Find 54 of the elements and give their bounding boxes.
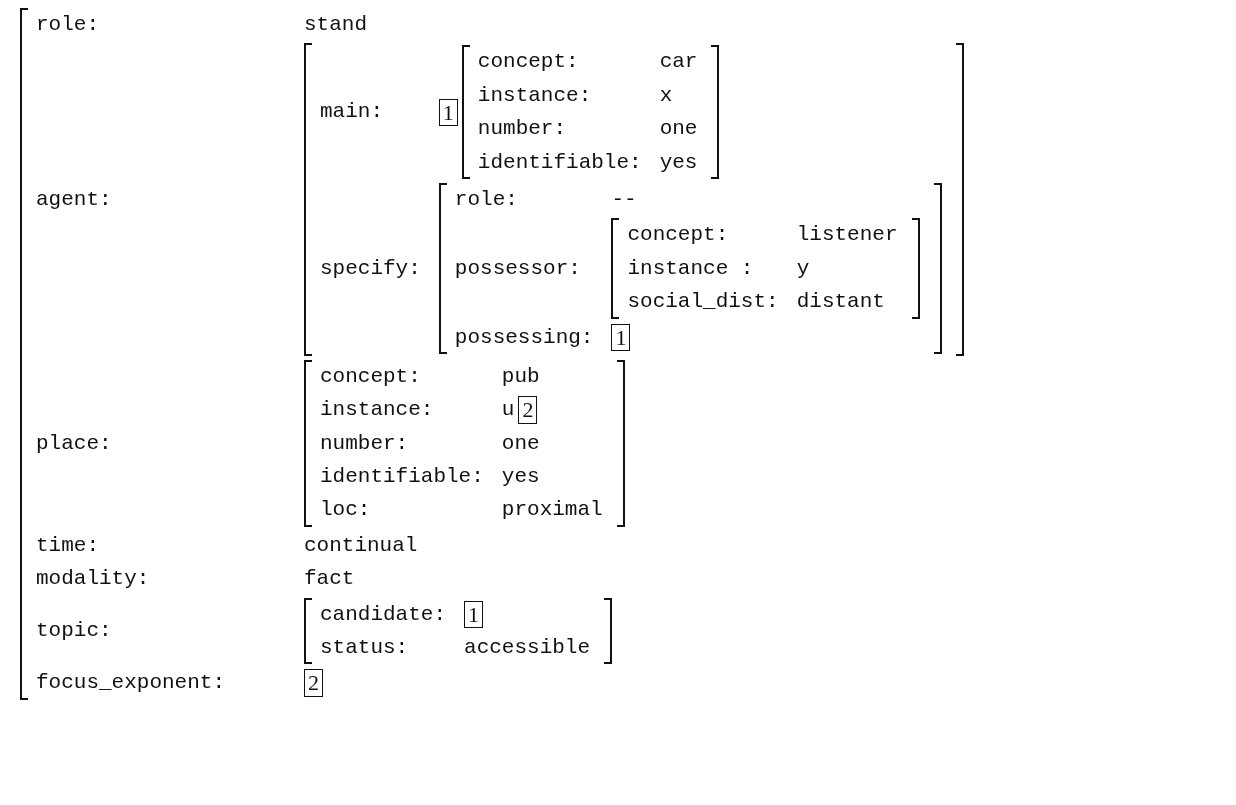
coindex-tag: 2 bbox=[304, 669, 323, 697]
feature-value: one bbox=[501, 430, 540, 457]
feature-name: possessing: bbox=[454, 325, 594, 349]
feature-name: role: bbox=[36, 13, 99, 36]
feature-name: instance: bbox=[477, 83, 592, 107]
feature-value: listener bbox=[796, 222, 898, 249]
feature-value: yes bbox=[659, 149, 698, 176]
feature-name: modality: bbox=[36, 567, 150, 591]
feature-value: continual bbox=[304, 532, 418, 559]
feature-name: identifiable: bbox=[477, 150, 642, 174]
feature-name: specify: bbox=[320, 256, 421, 280]
feature-value: accessible bbox=[464, 635, 591, 662]
feature-value: pub bbox=[501, 363, 540, 390]
feature-name: number: bbox=[477, 117, 567, 141]
feature-name: topic: bbox=[36, 619, 112, 643]
feature-name: time: bbox=[36, 533, 99, 557]
feature-matrix bbox=[611, 218, 920, 319]
feature-name: loc: bbox=[320, 498, 371, 522]
feature-value: one bbox=[659, 116, 698, 143]
feature-name: concept: bbox=[320, 364, 421, 388]
feature-value: u bbox=[501, 397, 515, 424]
feature-name: social_dist: bbox=[627, 290, 779, 314]
feature-matrix bbox=[461, 45, 720, 179]
feature-name: identifiable: bbox=[320, 465, 484, 489]
feature-value: car bbox=[659, 49, 698, 76]
feature-name: concept: bbox=[627, 223, 729, 247]
feature-name: place: bbox=[36, 431, 112, 455]
coindex-tag: 1 bbox=[611, 323, 631, 351]
feature-value: x bbox=[659, 82, 673, 109]
feature-name: main: bbox=[320, 100, 383, 124]
feature-name: focus_exponent: bbox=[36, 671, 226, 695]
feature-value: fact bbox=[304, 566, 355, 593]
feature-value: stand bbox=[304, 12, 367, 38]
feature-matrix bbox=[304, 359, 625, 527]
feature-name: number: bbox=[320, 431, 409, 455]
feature-matrix bbox=[304, 43, 964, 356]
coindex-tag: 1 bbox=[438, 98, 458, 126]
feature-name: concept: bbox=[477, 50, 579, 74]
feature-name: instance : bbox=[627, 256, 754, 280]
coindex-tag: 2 bbox=[518, 396, 538, 424]
feature-matrix bbox=[304, 597, 613, 665]
feature-name: role: bbox=[454, 187, 518, 211]
feature-value: -- bbox=[611, 186, 637, 213]
feature-value: proximal bbox=[501, 497, 603, 524]
feature-name: agent: bbox=[36, 187, 112, 211]
feature-matrix bbox=[438, 182, 942, 354]
feature-value: y bbox=[796, 255, 810, 282]
feature-name: instance: bbox=[320, 398, 434, 422]
coindex-tag: 1 bbox=[464, 600, 484, 628]
feature-value: yes bbox=[501, 464, 540, 491]
feature-name: candidate: bbox=[320, 602, 447, 626]
feature-name: status: bbox=[320, 636, 409, 660]
feature-value: distant bbox=[796, 289, 885, 316]
feature-name: possessor: bbox=[454, 256, 581, 280]
